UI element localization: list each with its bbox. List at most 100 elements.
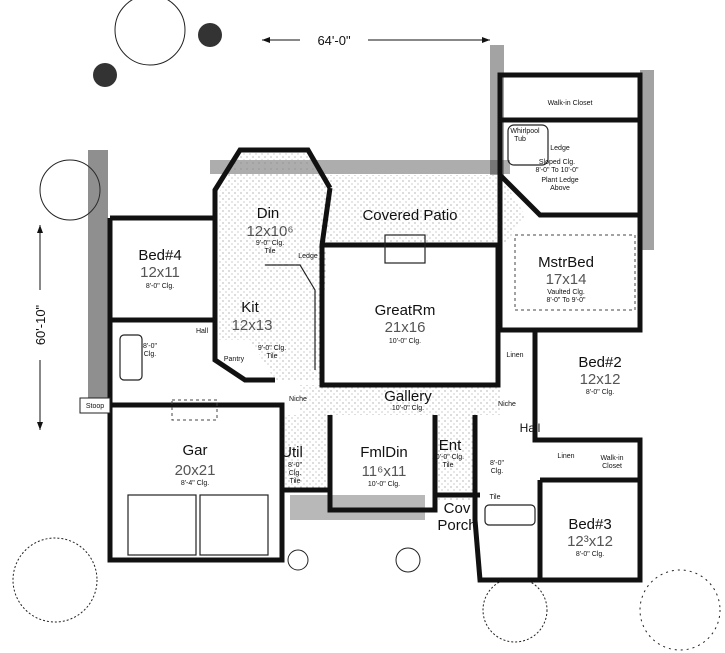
hedge [88, 150, 108, 410]
plant-ledge-label: Above [550, 185, 570, 192]
room-covered-patio: Covered Patio [362, 207, 457, 224]
ceiling-note: Sloped Clg. [539, 159, 575, 166]
ceiling-note: 9'-0" Clg. [258, 345, 286, 352]
room-name: Cov [444, 500, 471, 517]
depth-dimension: 60'-10" [33, 304, 48, 345]
floor-note: Tile [266, 353, 277, 360]
room-master-bed: MstrBed 17x14 Vaulted Clg. 8'-0" To 9'-0… [538, 254, 594, 304]
tub-label: Whirlpool [510, 128, 540, 135]
linen-label: Linen [557, 453, 574, 460]
ceiling-note: 10'-0" Clg. [392, 405, 424, 412]
ceiling-note: 9'-0" Clg. [256, 240, 284, 247]
bathtub-icon [484, 504, 536, 526]
kitchen-dining-floor [215, 152, 330, 380]
tree-icon [482, 577, 548, 643]
hedge [640, 70, 654, 250]
whirlpool-tub-icon [507, 124, 549, 166]
closet-label: Walk-in [600, 455, 623, 462]
room-size: 21x16 [385, 319, 426, 336]
room-bed4: Bed#4 12x11 8'-0" Clg. [138, 247, 181, 290]
closet-label: Closet [602, 463, 622, 470]
hall-label: Hall [520, 421, 541, 435]
tree-icon [114, 0, 186, 66]
width-dimension: 64'-0" [317, 33, 351, 48]
room-name: Gallery [384, 388, 432, 405]
ceiling-note: Vaulted Clg. [547, 289, 585, 296]
room-size: 12x10⁶ [246, 223, 293, 240]
gallery-floor [300, 385, 500, 415]
hall-label: Hall [196, 328, 209, 335]
niche-label: Niche [498, 401, 516, 408]
room-name: Ent [439, 437, 462, 454]
ledge-label: Ledge [298, 253, 318, 260]
room-name: Din [257, 205, 280, 222]
room-name: MstrBed [538, 254, 594, 271]
room-size: 11⁶x11 [362, 463, 407, 480]
plant-ledge-label: Plant Ledge [541, 177, 578, 184]
room-name: GreatRm [375, 302, 436, 319]
room-great-room: GreatRm 21x16 10'-0" Clg. [375, 302, 436, 345]
room-name: Kit [241, 299, 259, 316]
dimension-depth: 60'-10" [33, 225, 48, 430]
room-size: 12x12 [580, 371, 621, 388]
room-size: 12³x12 [567, 533, 613, 550]
utility-floor [282, 415, 330, 490]
tree-icon [395, 547, 421, 573]
tree-icon [12, 537, 98, 623]
entry-floor [435, 415, 475, 500]
room-name: Bed#2 [578, 354, 621, 371]
ceiling-note: 8'-0" Clg. [576, 551, 604, 558]
ceiling-note: 8'-0" To 10'-0" [536, 167, 579, 174]
room-name: Bed#4 [138, 247, 181, 264]
room-size: 12x11 [140, 264, 180, 281]
ceiling-note: 8'-0" [143, 343, 157, 350]
room-name: Porch [437, 517, 476, 534]
room-bed3: Bed#3 12³x12 8'-0" Clg. [567, 516, 613, 558]
ceiling-note: Clg. [289, 470, 302, 477]
room-gallery: Gallery 10'-0" Clg. [384, 388, 432, 412]
details [79, 124, 636, 556]
fireplace-icon [384, 234, 426, 264]
pantry-label: Pantry [224, 356, 245, 363]
walls [107, 72, 643, 583]
bathtub-icon [119, 334, 143, 381]
room-master-bath: Walk-in Closet Whirlpool Tub Ledge Slope… [510, 100, 592, 192]
shrub-icon [93, 63, 117, 87]
tub-label: Tub [514, 136, 526, 143]
ceiling-note: 8'-0" Clg. [146, 283, 174, 290]
ceiling-note: 8'-0" [288, 462, 302, 469]
stoop [79, 397, 111, 414]
floor-note: Tile [264, 248, 275, 255]
room-size: 20x21 [175, 462, 216, 479]
ceiling-note: Clg. [491, 468, 504, 475]
room-name: Bed#3 [568, 516, 611, 533]
floor-note: Tile [489, 494, 500, 501]
ceiling-note: 10'-0" Clg. [389, 338, 421, 345]
room-size: 12x13 [232, 317, 273, 334]
minor-labels: Hall Hall Linen Linen Niche Niche Walk-i… [86, 253, 624, 501]
room-formal-dining: FmlDin 11⁶x11 10'-0" Clg. [360, 444, 408, 488]
room-name: FmlDin [360, 444, 408, 461]
tree-icon [639, 569, 721, 651]
room-dining: Din 12x10⁶ 9'-0" Clg. Tile [246, 205, 293, 255]
linen-label: Linen [506, 352, 523, 359]
floor-note: Tile [289, 478, 300, 485]
dimension-width: 64'-0" [262, 33, 490, 48]
tree-icon [287, 549, 309, 571]
stoop-label: Stoop [86, 403, 104, 410]
ceiling-note: 8'-0" To 9'-0" [546, 297, 586, 304]
room-bed2: Bed#2 12x12 8'-0" Clg. [578, 354, 621, 396]
ceiling-note: 8'-0" Clg. [586, 389, 614, 396]
covered-patio-floor [300, 175, 525, 245]
ledge-label: Ledge [550, 145, 570, 152]
room-size: 17x14 [546, 271, 587, 288]
niche-label: Niche [289, 396, 307, 403]
room-covered-porch: Cov Porch [437, 500, 476, 534]
ceiling-note: 10'-0" Clg. [368, 481, 400, 488]
ceiling-note: 8'-4" Clg. [181, 480, 209, 487]
ceiling-note: 8'-0" [490, 460, 504, 467]
ceiling-note: Clg. [144, 351, 157, 358]
room-garage: Gar 20x21 8'-4" Clg. [175, 442, 216, 487]
landscaping [12, 0, 721, 651]
